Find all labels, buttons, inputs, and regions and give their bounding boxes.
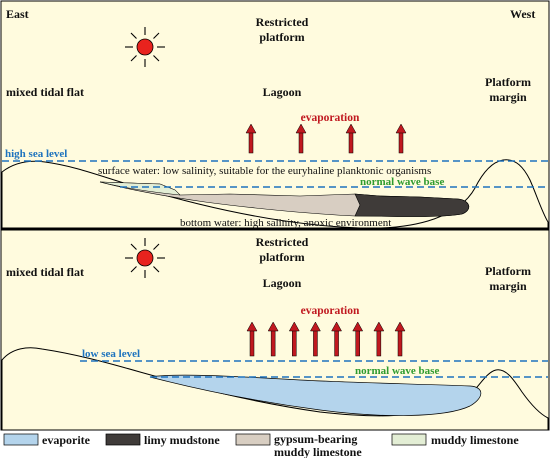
legend-swatch-evaporite [3, 433, 39, 446]
legend-label-muddy-limestone: muddy limestone [431, 433, 519, 447]
evaporation-arrow [246, 321, 258, 357]
west-label: West [510, 7, 535, 21]
legend-label-gypsum-bearing-line1: gypsum-bearing [274, 432, 357, 446]
bottom-evaporation-arrows [246, 321, 406, 357]
low-sea-level-label: low sea level [82, 348, 140, 360]
evaporation-arrow [267, 321, 279, 357]
evaporation-label: evaporation [301, 112, 360, 124]
restricted-platform-title-line2: platform [259, 250, 304, 264]
legend-swatch-muddy-limestone [391, 433, 427, 446]
evaporation-arrow [310, 321, 321, 357]
legend-swatch-gypsum-bearing-muddy-limestone [235, 433, 271, 446]
bottom-water-label: bottom water: high salinity, anoxic envi… [180, 217, 391, 229]
mixed-tidal-flat-label: mixed tidal flat [6, 265, 84, 279]
platform-margin-label-line1: Platform [485, 75, 531, 89]
evaporation-arrow [395, 123, 407, 154]
top-limy-mudstone-body [354, 193, 470, 217]
platform-margin-label-line1: Platform [485, 264, 531, 278]
legend-label-limy-mudstone: limy mudstone [144, 433, 220, 447]
top-panel: East West Restricted platform mixed tida… [0, 0, 550, 230]
mixed-tidal-flat-label: mixed tidal flat [6, 85, 84, 99]
bottom-normal-wave-base-label: normal wave base [355, 365, 439, 377]
legend: evaporite limy mudstone gypsum-bearing m… [3, 432, 519, 458]
platform-margin-label-line2: margin [489, 90, 527, 104]
east-label: East [6, 7, 29, 21]
evaporation-arrow [394, 321, 406, 357]
evaporation-arrow [288, 321, 300, 357]
evaporation-arrow [345, 123, 357, 154]
bottom-panel: Restricted platform mixed tidal flat Lag… [0, 229, 550, 431]
high-sea-level-label: high sea level [5, 148, 67, 160]
evaporation-arrow [373, 321, 385, 357]
legend-swatch-limy-mudstone [105, 433, 141, 446]
evaporation-arrow [352, 321, 364, 357]
legend-item-limy-mudstone: limy mudstone [105, 433, 220, 447]
legend-label-gypsum-bearing-line2: muddy limestone [274, 445, 362, 458]
top-normal-wave-base-label: normal wave base [360, 176, 444, 188]
evaporation-label: evaporation [301, 305, 360, 317]
surface-water-label: surface water: low salinity, suitable fo… [98, 165, 431, 177]
legend-label-evaporite: evaporite [42, 433, 91, 447]
evaporation-arrow [331, 321, 342, 357]
restricted-platform-title-line1: Restricted [256, 15, 309, 29]
restricted-platform-title-line2: platform [259, 30, 304, 44]
legend-item-evaporite: evaporite [3, 433, 91, 447]
evaporation-arrow [245, 123, 257, 154]
lagoon-label: Lagoon [263, 276, 302, 290]
restricted-platform-title-line1: Restricted [256, 235, 309, 249]
top-muddy-limestone-body [99, 181, 181, 196]
platform-margin-label-line2: margin [489, 279, 527, 293]
top-evaporation-arrows [245, 123, 407, 154]
bottom-evaporite-body [149, 374, 482, 416]
legend-item-gypsum-bearing-muddy-limestone: gypsum-bearing muddy limestone [235, 432, 362, 458]
sun-icon [125, 27, 165, 67]
legend-item-muddy-limestone: muddy limestone [391, 433, 519, 447]
evaporation-arrow [295, 123, 307, 154]
bottom-seafloor-profile [1, 347, 549, 431]
sun-icon [125, 238, 165, 278]
top-seafloor-profile [1, 159, 549, 229]
lagoon-label: Lagoon [263, 85, 302, 99]
